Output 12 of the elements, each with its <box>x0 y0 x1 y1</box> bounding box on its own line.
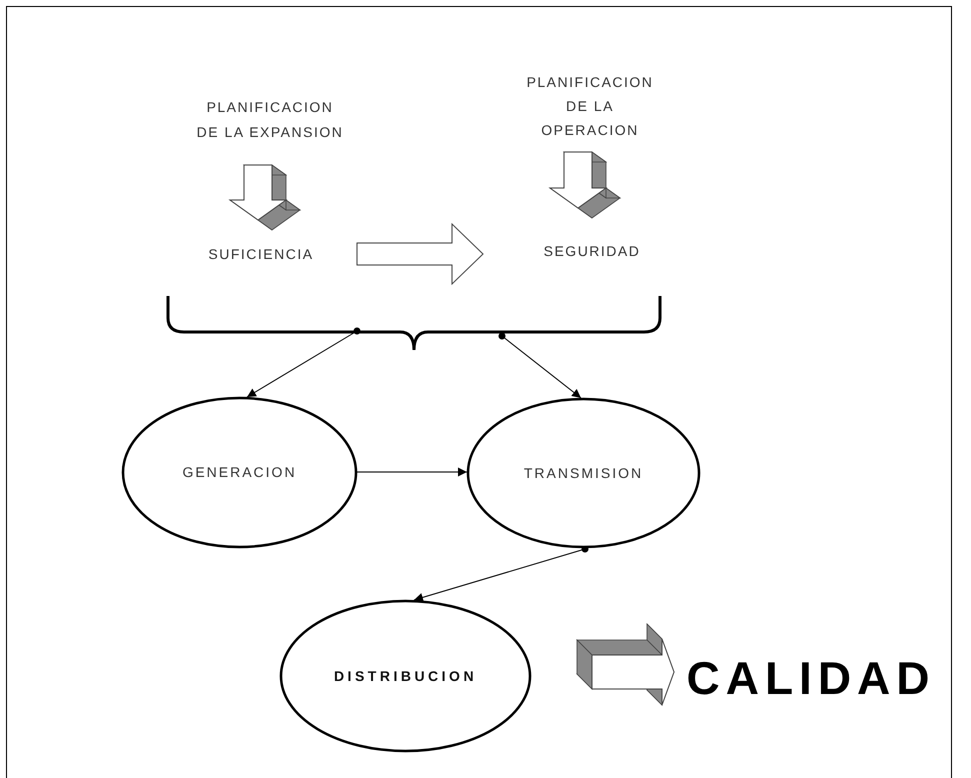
node-label: DISTRIBUCION <box>334 666 478 686</box>
arrow <box>498 332 582 398</box>
node-label: GENERACION <box>182 463 297 482</box>
node-label: TRANSMISION <box>524 464 644 482</box>
arrow <box>356 468 468 476</box>
node-label: PLANIFICACION DE LA EXPANSION <box>196 98 344 142</box>
arrow <box>246 328 360 398</box>
node-label: SUFICIENCIA <box>208 244 314 264</box>
node-label: PLANIFICACION DE LA OPERACION <box>526 73 654 140</box>
node-label: CALIDAD <box>686 650 936 706</box>
node-label: SEGURIDAD <box>544 242 640 260</box>
arrow <box>414 546 588 602</box>
